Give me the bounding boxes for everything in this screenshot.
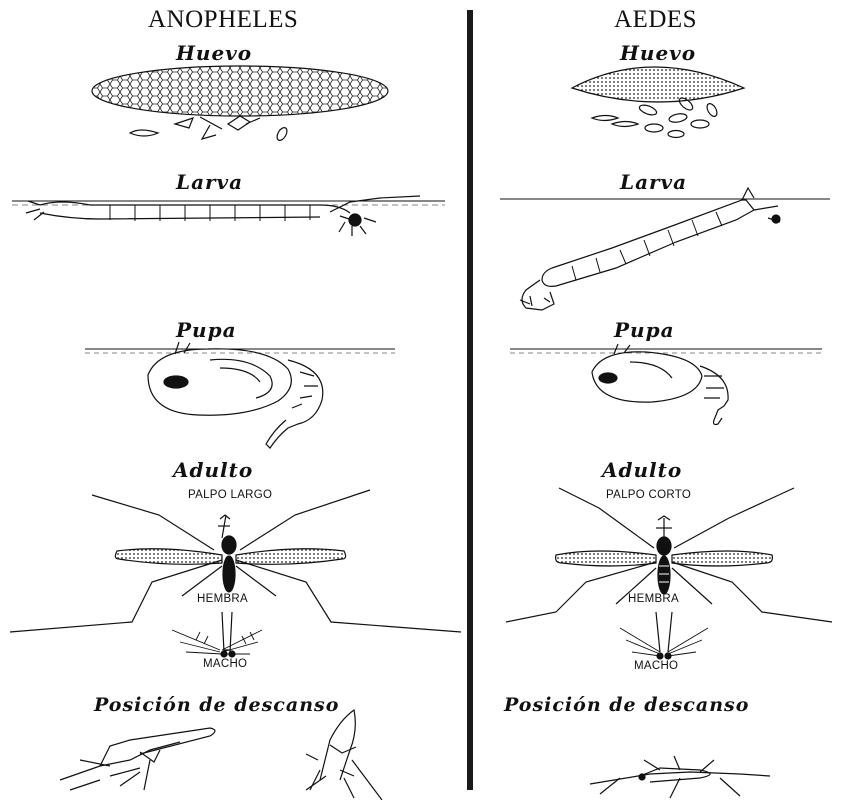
anopheles-resting [60, 710, 382, 800]
aedes-pupa [510, 344, 822, 425]
anopheles-adult [10, 490, 461, 657]
anopheles-egg [92, 66, 388, 142]
aedes-resting [590, 756, 770, 798]
aedes-larva [500, 188, 830, 310]
anopheles-larva [12, 196, 445, 236]
aedes-adult [506, 488, 832, 659]
anopheles-pupa [85, 342, 395, 448]
aedes-egg [572, 67, 744, 138]
